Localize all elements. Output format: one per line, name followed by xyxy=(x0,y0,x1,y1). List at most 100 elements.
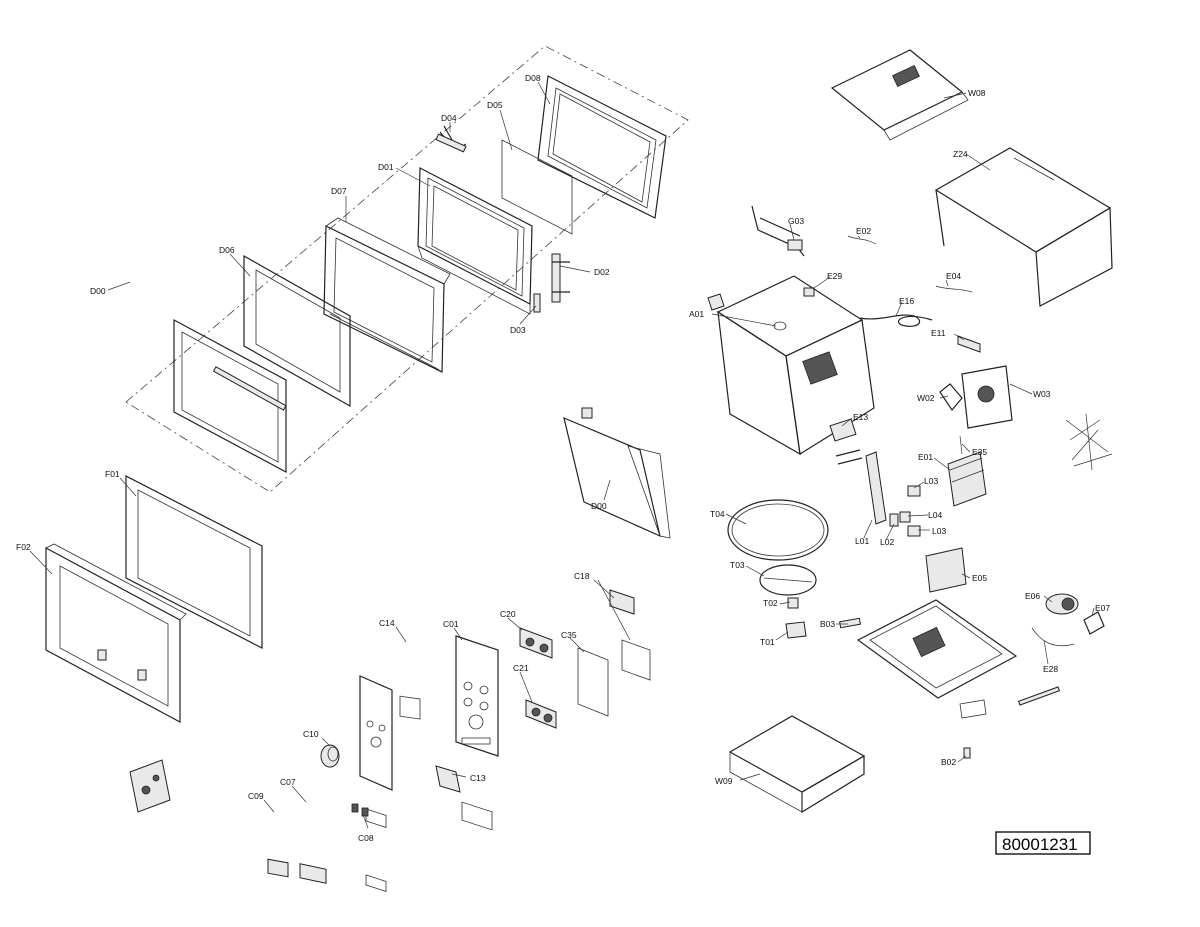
label-c01: C01 xyxy=(443,619,459,629)
label-w09: W09 xyxy=(715,776,733,786)
button-c09[interactable] xyxy=(267,858,289,878)
label-d01: D01 xyxy=(378,162,394,172)
sensor-e35[interactable] xyxy=(959,435,963,455)
door-assembly-d00[interactable] xyxy=(563,407,671,539)
door-gasket-frame[interactable] xyxy=(173,318,287,474)
coupler-t02[interactable] xyxy=(787,597,799,609)
label-c13: C13 xyxy=(470,773,486,783)
microswitch-l03-lower[interactable] xyxy=(907,525,921,537)
motor-t01[interactable] xyxy=(785,621,807,639)
control-panel-c01[interactable] xyxy=(455,635,499,831)
pcb-c35[interactable] xyxy=(577,647,609,717)
bracket-c13[interactable] xyxy=(435,765,461,793)
roller-ring-t03[interactable] xyxy=(759,564,817,596)
label-c20: C20 xyxy=(500,609,516,619)
glass-tray-t04[interactable] xyxy=(727,499,829,561)
bottom-tray-w09[interactable] xyxy=(728,715,866,814)
capacitor-e05[interactable] xyxy=(925,547,967,593)
door-frame-d08[interactable] xyxy=(537,75,667,219)
label-w02: W02 xyxy=(917,393,935,403)
label-t04: T04 xyxy=(710,509,725,519)
fuse-e29[interactable] xyxy=(803,287,815,297)
label-l03-lower: L03 xyxy=(932,526,946,536)
label-f02: F02 xyxy=(16,542,31,552)
label-t03: T03 xyxy=(730,560,745,570)
insulation-sheet[interactable] xyxy=(959,699,987,719)
outer-door-glass-f01[interactable] xyxy=(125,475,263,649)
label-c09: C09 xyxy=(248,791,264,801)
label-z24: Z24 xyxy=(953,149,968,159)
document-number: 80001231 xyxy=(1002,835,1078,854)
label-d02: D02 xyxy=(594,267,610,277)
label-t01: T01 xyxy=(760,637,775,647)
label-d07: D07 xyxy=(331,186,347,196)
label-e05: E05 xyxy=(972,573,987,583)
document-number-box: 80001231 xyxy=(995,831,1091,855)
door-latch-part[interactable] xyxy=(129,759,171,813)
bracket-e07[interactable] xyxy=(1083,611,1105,635)
fan-motor-w02[interactable] xyxy=(939,383,963,412)
outer-door-frame-f02[interactable] xyxy=(45,543,187,724)
label-e28: E28 xyxy=(1043,664,1058,674)
control-board-c21[interactable] xyxy=(525,699,557,729)
label-e04: E04 xyxy=(946,271,961,281)
cavity-a01[interactable] xyxy=(707,275,875,456)
fan-assembly-w03[interactable] xyxy=(961,365,1013,429)
label-w08: W08 xyxy=(968,88,986,98)
wire-e04[interactable] xyxy=(935,285,973,293)
label-c18: C18 xyxy=(574,571,590,581)
label-f01: F01 xyxy=(105,469,120,479)
microswitch-l04[interactable] xyxy=(899,511,911,523)
door-assembly-boundary xyxy=(125,45,689,493)
wire-e02[interactable] xyxy=(847,235,877,245)
label-e06: E06 xyxy=(1025,591,1040,601)
label-d00-top: D00 xyxy=(90,286,106,296)
hinge-bracket-d02[interactable] xyxy=(551,253,570,303)
label-e02: E02 xyxy=(856,226,871,236)
inner-door-panel-d01[interactable] xyxy=(417,167,533,315)
switch-l02[interactable] xyxy=(889,513,899,527)
pcb-c18[interactable] xyxy=(609,589,651,681)
thermostat-e13[interactable] xyxy=(829,418,857,442)
part-labels: D08 D05 D04 D01 D07 D06 D00 D02 D03 F01 … xyxy=(16,73,1110,843)
button-c07[interactable] xyxy=(299,863,327,884)
microswitch-l03-upper[interactable] xyxy=(907,485,921,497)
heater-g03[interactable] xyxy=(751,205,805,257)
inner-glass-d06[interactable] xyxy=(243,254,351,408)
leader-lines xyxy=(29,81,1095,829)
base-plate-b03[interactable] xyxy=(839,599,1018,699)
control-board-c20[interactable] xyxy=(519,627,553,659)
label-c08: C08 xyxy=(358,833,374,843)
label-e11: E11 xyxy=(931,328,946,338)
transformer-e01[interactable] xyxy=(947,451,987,507)
switch-c08[interactable] xyxy=(351,803,369,817)
wire-e28[interactable] xyxy=(1031,627,1075,647)
knob-c10[interactable] xyxy=(320,744,340,768)
label-b02: B02 xyxy=(941,757,956,767)
label-l04: L04 xyxy=(928,510,942,520)
panel-cover[interactable] xyxy=(359,675,393,892)
choke-frame-d07[interactable] xyxy=(323,217,451,373)
window-c14[interactable] xyxy=(399,695,421,720)
magnetron-e06[interactable] xyxy=(1045,593,1079,615)
power-cord-e16[interactable] xyxy=(859,314,933,327)
label-w03: W03 xyxy=(1033,389,1051,399)
latch-hook-d04[interactable] xyxy=(435,125,467,153)
cover-w08[interactable] xyxy=(830,49,969,141)
label-d05: D05 xyxy=(487,100,503,110)
spring-d03[interactable] xyxy=(533,293,541,313)
label-e16: E16 xyxy=(899,296,914,306)
outer-cabinet-z24[interactable] xyxy=(934,147,1113,307)
label-d03: D03 xyxy=(510,325,526,335)
label-d08: D08 xyxy=(525,73,541,83)
rod-part[interactable] xyxy=(1017,686,1061,706)
screw-b02[interactable] xyxy=(963,747,971,759)
label-l01: L01 xyxy=(855,536,869,546)
glass-pane-d05[interactable] xyxy=(501,139,573,235)
label-e07: E07 xyxy=(1095,603,1110,613)
latch-board-l01[interactable] xyxy=(835,449,887,525)
wire-harness[interactable] xyxy=(1065,413,1113,471)
label-d04: D04 xyxy=(441,113,457,123)
label-c21: C21 xyxy=(513,663,529,673)
